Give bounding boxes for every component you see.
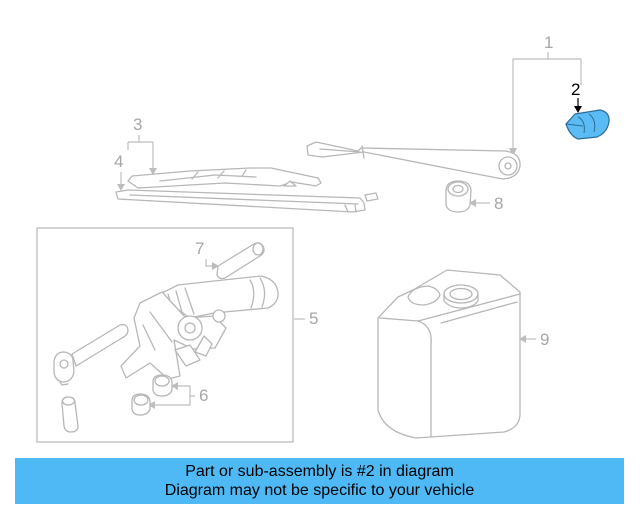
svg-text:6: 6 [199,386,208,405]
wiper-blade[interactable] [115,167,379,213]
motor-shaft[interactable] [216,242,265,280]
callout-7[interactable]: 7 [195,239,219,270]
callout-9[interactable]: 9 [519,330,549,349]
arm-nut[interactable] [445,180,472,213]
callout-4[interactable]: 4 [114,142,129,191]
svg-text:2: 2 [571,80,580,99]
svg-text:7: 7 [195,239,204,258]
callout-3[interactable]: 3 [128,115,157,175]
svg-text:5: 5 [309,309,318,328]
diagram-notice-banner: Part or sub-assembly is #2 in diagram Di… [15,458,624,504]
svg-text:4: 4 [114,152,123,171]
wiper-motor[interactable] [120,275,279,380]
banner-line-part-number: Part or sub-assembly is #2 in diagram [185,463,454,480]
callout-6[interactable]: 6 [148,382,208,409]
wiper-arm[interactable] [306,141,521,180]
callout-5[interactable]: 5 [294,309,318,328]
banner-line-disclaimer: Diagram may not be specific to your vehi… [164,482,475,499]
motor-grommet-lower[interactable] [131,393,151,416]
svg-text:8: 8 [494,194,503,213]
callout-8[interactable]: 8 [469,194,503,213]
motor-assembly-box[interactable] [36,227,294,443]
wiper-arm-cap-highlighted[interactable] [565,109,610,140]
washer-reservoir[interactable] [377,269,521,439]
svg-text:3: 3 [133,115,142,134]
svg-text:1: 1 [544,33,553,52]
callout-2[interactable]: 2 [571,80,582,113]
motor-grommet-upper[interactable] [152,374,173,397]
motor-link-rod[interactable] [53,323,129,386]
callout-1[interactable]: 1 [509,33,582,156]
motor-bushing[interactable] [61,396,79,433]
svg-text:9: 9 [540,330,549,349]
